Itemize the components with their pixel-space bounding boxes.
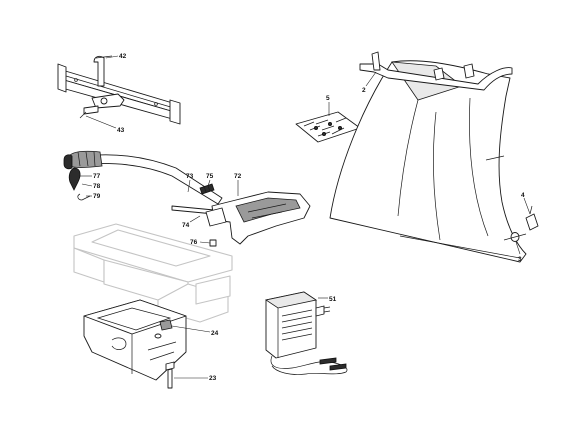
callout-75: 75: [206, 173, 214, 180]
callout-labels: 42 43 5 2 77 78 79 73 75 72 74 76 4 3 51…: [93, 53, 525, 382]
callout-79: 79: [93, 193, 101, 200]
callout-76: 76: [190, 239, 198, 246]
callout-51: 51: [329, 296, 337, 303]
mounting-bracket-part: [57, 55, 181, 125]
callout-2: 2: [362, 87, 366, 94]
callout-3: 3: [518, 256, 522, 263]
lift-lever-part: [63, 150, 311, 247]
hardware-kit-part: [295, 111, 361, 143]
callout-73: 73: [186, 173, 194, 180]
callout-43: 43: [117, 127, 125, 134]
callout-5: 5: [326, 95, 330, 102]
callout-24: 24: [211, 330, 219, 337]
callout-78: 78: [93, 183, 101, 190]
callout-77: 77: [93, 173, 101, 180]
grass-catcher-part: [329, 51, 539, 263]
leader-lines: [80, 55, 531, 379]
battery-base-part: [83, 299, 187, 389]
callout-72: 72: [234, 173, 242, 180]
battery-charger-part: [264, 291, 348, 375]
callout-4: 4: [521, 192, 525, 199]
callout-74: 74: [182, 222, 190, 229]
callout-23: 23: [209, 375, 217, 382]
callout-42: 42: [119, 53, 127, 60]
